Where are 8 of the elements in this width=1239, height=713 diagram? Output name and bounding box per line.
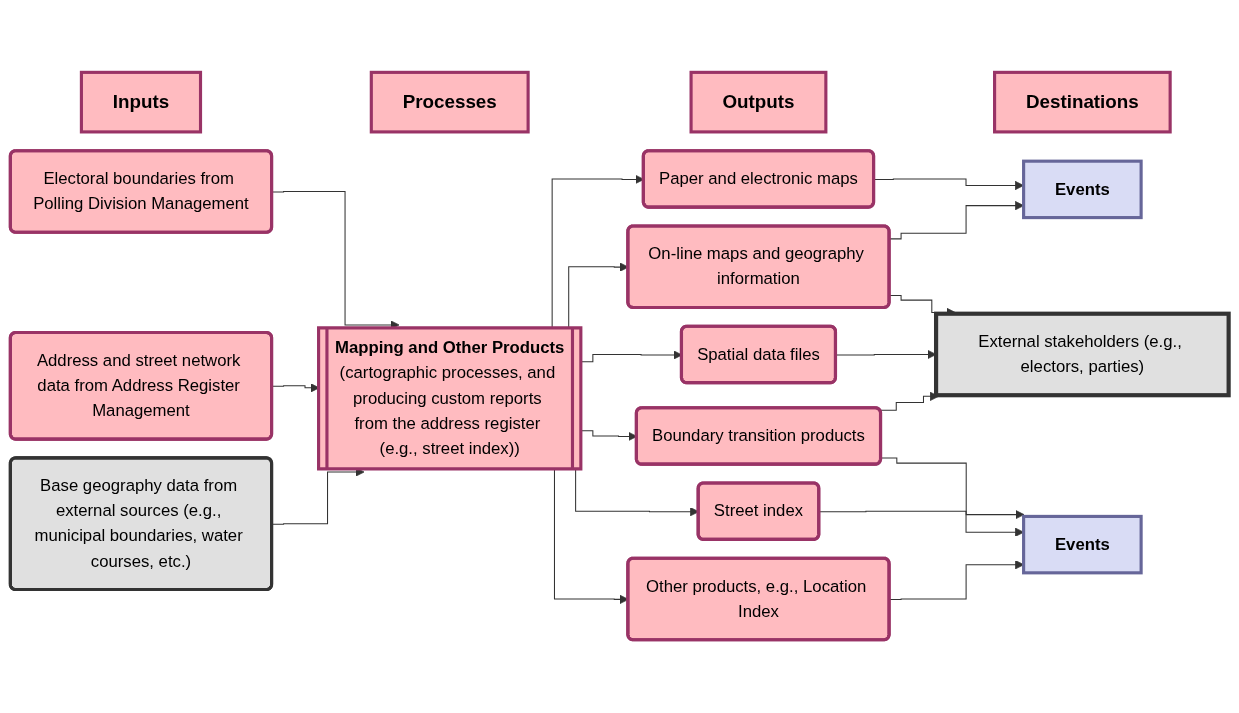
node-box: Events — [1022, 515, 1143, 575]
node-box: Outputs — [689, 71, 828, 134]
node-box: Processes — [369, 71, 530, 134]
node-box: Destinations — [993, 71, 1172, 134]
node-box: Events — [1022, 160, 1143, 220]
arrow — [879, 392, 939, 412]
node-box: External stakeholders (e.g., electors, parties) — [934, 312, 1231, 398]
node-box: Inputs — [79, 71, 203, 134]
